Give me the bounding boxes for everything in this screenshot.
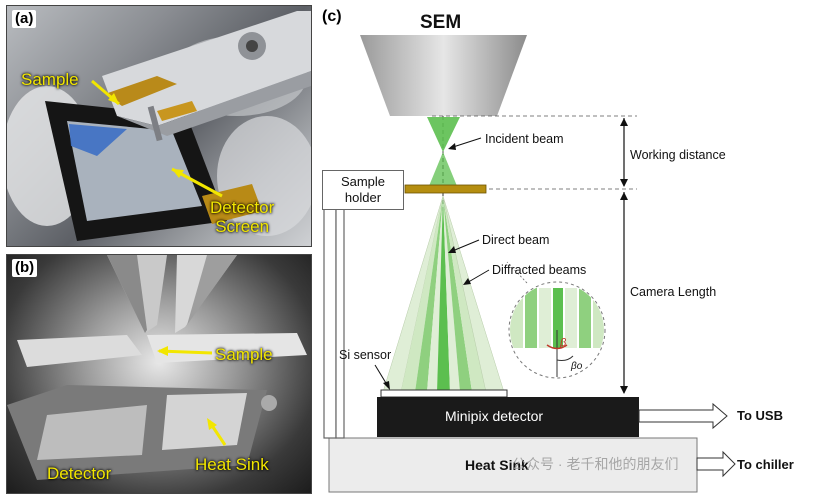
panel-b-sample-label: Sample	[215, 345, 273, 364]
panel-b-tag: (b)	[12, 259, 38, 277]
minipix-detector	[377, 397, 639, 437]
minipix-detector-label: Minipix detector	[445, 408, 544, 424]
watermark-text: 公众号 · 老千和他的朋友们	[512, 456, 679, 472]
sem-label: SEM	[420, 12, 462, 33]
panel-b-detector-label: Detector	[47, 464, 112, 483]
heat-sink-label: Heat Sink	[465, 457, 529, 473]
panel-a-photo-art	[7, 11, 311, 241]
sample-holder-box	[322, 170, 404, 210]
sample-holder-label: Sample holder	[340, 174, 386, 205]
panel-a-sample-label: Sample	[21, 70, 79, 89]
sample-bar	[404, 184, 487, 194]
to-chiller-arrow	[696, 450, 736, 478]
camera-length-label: Camera Length	[630, 285, 717, 299]
panel-a-detector-screen-label: Detector Screen	[210, 198, 275, 236]
panel-b-heat-sink-label: Heat Sink	[195, 455, 269, 474]
panel-c-tag: (c)	[322, 8, 342, 25]
incident-beam	[427, 117, 460, 152]
panel-c-diagram-art	[323, 35, 736, 493]
photo-panel-b: (b) Sample Detector Heat Sink	[6, 254, 312, 494]
to-usb-arrow	[638, 402, 728, 430]
working-distance-label: Working distance	[630, 148, 726, 162]
diffracted-beams-label: Diffracted beams	[492, 263, 587, 277]
direct-beam-label: Direct beam	[482, 233, 550, 247]
photo-panel-a: (a) Sample Detector Screen	[6, 5, 312, 247]
holder-post	[323, 175, 337, 439]
to-chiller-label: To chiller	[737, 457, 794, 472]
heat-sink-block	[328, 437, 698, 493]
si-sensor-label: Si sensor	[339, 348, 392, 362]
panel-b-photo-art	[7, 255, 307, 480]
si-sensor	[380, 389, 508, 398]
sem-pole-piece	[360, 35, 527, 116]
beta-label: β	[560, 337, 567, 349]
diagram-panel-c: (c) SEM Incident beam Working distance S…	[317, 0, 821, 496]
incident-beam-label: Incident beam	[485, 132, 564, 146]
diffracted-beams-fan	[382, 195, 505, 393]
beta-o-label: βo	[571, 361, 583, 372]
to-usb-label: To USB	[737, 408, 783, 423]
panel-a-tag: (a)	[12, 10, 37, 28]
